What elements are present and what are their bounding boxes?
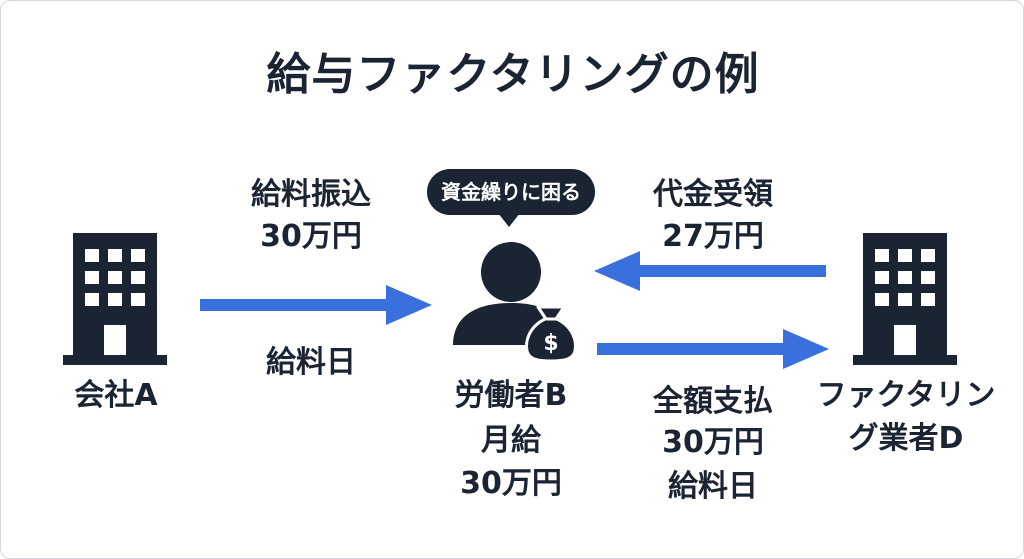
worker-label: 労働者B [454,378,568,413]
full-repayment-amount: 30万円 [662,425,764,460]
worker-salary-amount: 30万円 [460,466,562,501]
company-label: 会社A [74,378,158,413]
factor-label-line1: ファクタリン [816,378,996,413]
money-bag-icon: $ [525,305,577,363]
salary-transfer-amount: 30万円 [260,219,362,254]
arrow-right-icon [200,285,432,325]
payment-received-amount: 27万円 [662,219,764,254]
building-icon [63,233,167,365]
factor-label-line2: グ業者D [848,421,964,456]
worker-salary-label: 月給 [481,423,541,458]
dollar-sign: $ [543,331,558,356]
bubble-text: 資金繰りに困る [441,180,581,204]
payday-label-left: 給料日 [266,345,356,380]
building-icon [853,233,957,365]
diagram-title: 給与ファクタリングの例 [266,49,760,100]
full-repayment-label: 全額支払 [653,384,773,419]
payment-received-label: 代金受領 [653,177,773,212]
salary-transfer-label: 給料振込 [251,177,371,212]
arrow-right-icon [597,329,829,369]
arrow-left-icon [594,251,826,291]
speech-bubble-tail [498,213,520,227]
speech-bubble: 資金繰りに困る [427,169,595,215]
payday-label-right: 給料日 [668,469,758,504]
